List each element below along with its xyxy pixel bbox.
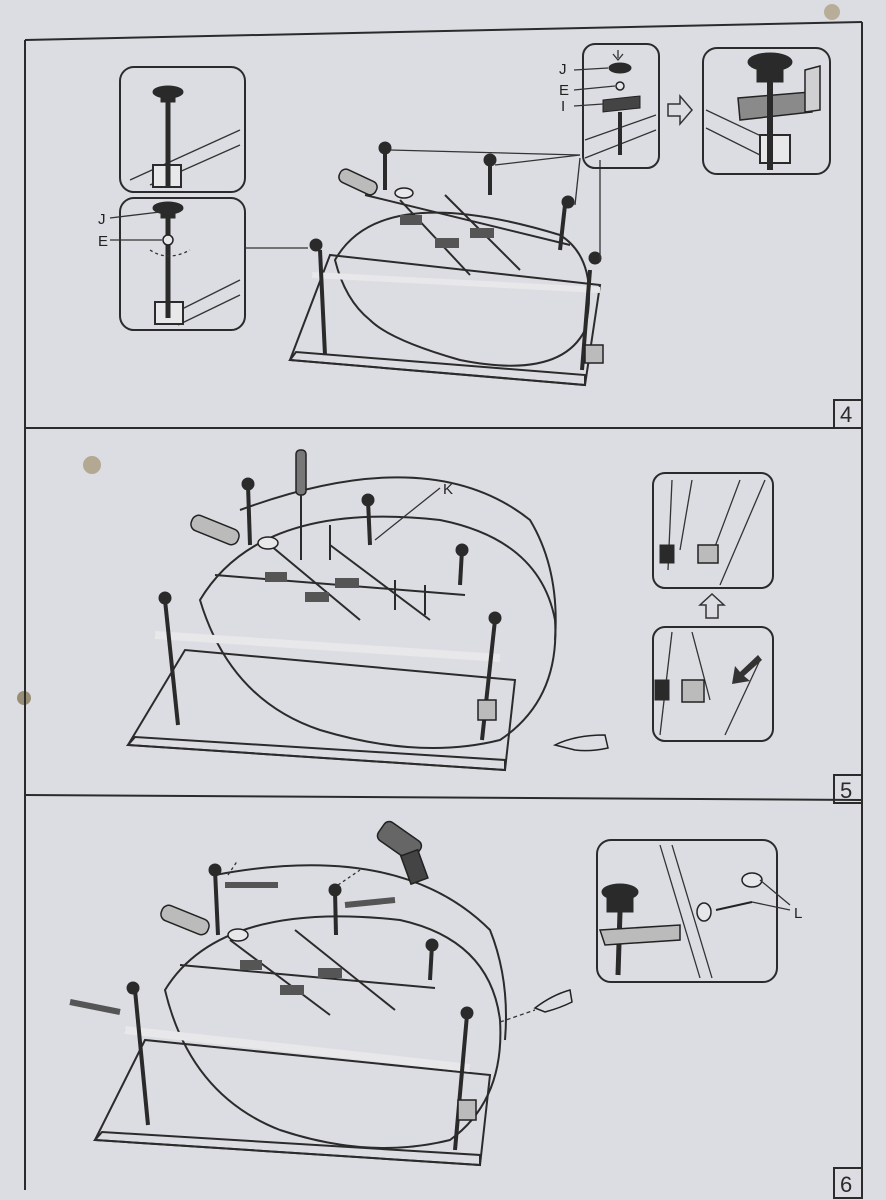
detail-box-hinge-bottom — [652, 626, 774, 742]
step-number-box — [833, 774, 863, 804]
label-l: L — [794, 905, 802, 922]
label-j-left: J — [98, 211, 106, 228]
pointing-hand-icon — [552, 734, 609, 752]
step-number-4: 4 — [840, 402, 852, 427]
step-6-panel: L 6 — [69, 820, 863, 1199]
step-number-5: 5 — [840, 778, 852, 803]
detail-box-screw-fixing — [596, 839, 791, 983]
step-4-panel: J E — [98, 43, 863, 429]
stain-mark — [824, 4, 840, 20]
tub-frame-drawing-step5 — [125, 449, 609, 772]
arrow-up-icon — [698, 592, 726, 619]
label-k: K — [443, 481, 453, 498]
step-number-6: 6 — [840, 1172, 852, 1197]
detail-box-foot-bottom — [109, 197, 308, 331]
detail-box-hinge-top — [652, 472, 774, 589]
step-5-panel: K 5 — [125, 449, 863, 804]
step-number-box — [833, 399, 863, 429]
detail-box-foot-top — [119, 66, 246, 193]
tub-frame-drawing-step6 — [69, 820, 573, 1167]
arrow-diagonal-icon — [732, 655, 762, 684]
pointing-hand-icon — [533, 989, 573, 1013]
drill-icon — [376, 820, 429, 886]
label-i-top: I — [561, 98, 565, 115]
detail-box-bracket-assembled — [702, 47, 831, 175]
label-j-top: J — [559, 61, 567, 78]
label-e-left: E — [98, 233, 108, 250]
frame-top-line — [24, 21, 863, 41]
tub-frame-drawing-step4 — [288, 141, 604, 387]
stain-mark — [83, 456, 101, 474]
arrow-right-icon — [667, 93, 693, 127]
divider-line — [24, 794, 863, 801]
label-e-top: E — [559, 82, 569, 99]
step-number-box — [833, 1167, 863, 1199]
detail-box-bracket-exploded — [573, 43, 660, 169]
